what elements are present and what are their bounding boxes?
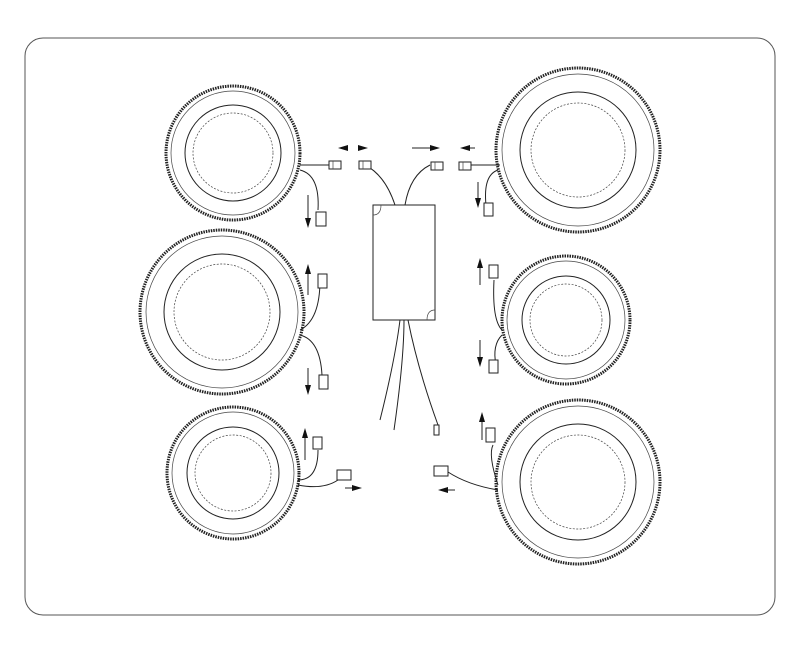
wiring-middle-right: [477, 258, 503, 374]
wiring-bottom-right: [433, 412, 499, 493]
wiring-top-left: [299, 145, 372, 228]
arrow-icon: [338, 145, 348, 151]
driver-box: [364, 164, 440, 436]
downlight-top-left: [164, 84, 302, 222]
wiring-bottom-left: [297, 428, 362, 491]
diagram-frame: [24, 37, 776, 616]
downlight-middle-left: [138, 228, 306, 396]
downlight-bottom-right: [494, 398, 662, 566]
arrow-icon: [358, 145, 368, 151]
downlight-bottom-left: [165, 405, 301, 541]
wiring-top-right: [412, 145, 500, 217]
wiring-middle-left: [299, 264, 329, 395]
downlight-middle-right: [500, 254, 632, 386]
downlight-top-right: [494, 66, 662, 234]
